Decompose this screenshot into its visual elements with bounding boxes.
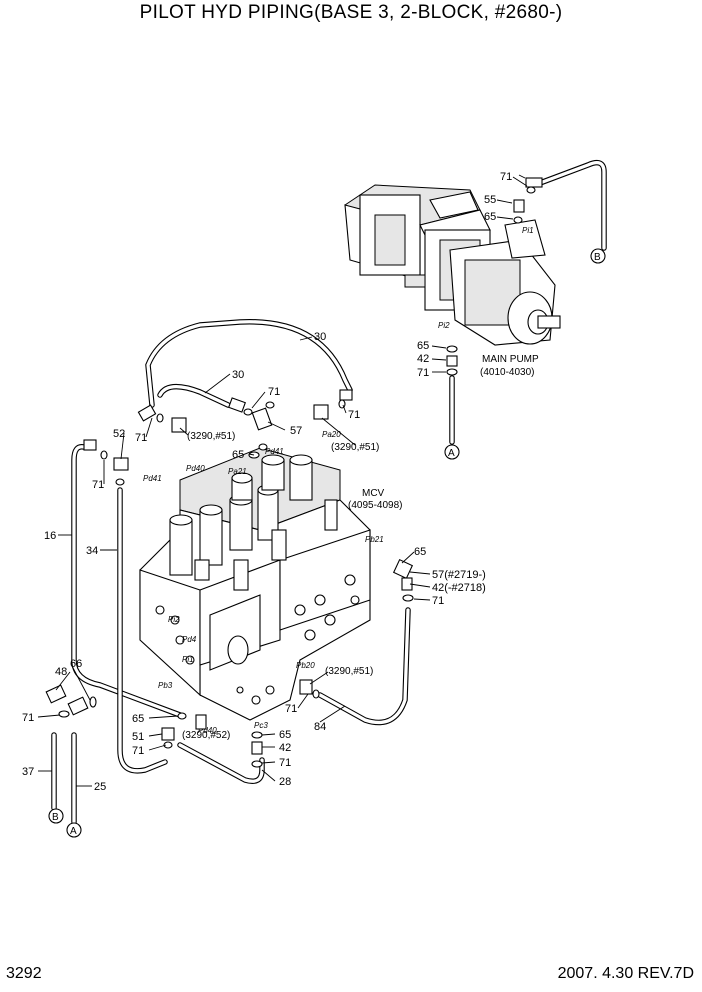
part-number-labels: 71 55 65 65 42 71 30 30 71 57 71 71 52 6… — [22, 171, 512, 793]
callout-65-pump: 65 — [484, 211, 496, 223]
note-3290-51-bottom: (3290,#51) — [325, 666, 373, 677]
callout-25: 25 — [94, 781, 106, 793]
connector-b-bottom: B — [48, 808, 64, 824]
connector-b-bottom-label: B — [52, 812, 59, 823]
reference-notes: (3290,#51) (3290,#51) (3290,#51) (3290,#… — [182, 431, 379, 741]
callout-71-left-top: 71 — [135, 432, 147, 444]
hose-30-inner — [157, 384, 231, 408]
callout-48: 48 — [55, 666, 67, 678]
callout-55: 55 — [484, 194, 496, 206]
callout-37: 37 — [22, 766, 34, 778]
callout-65-right: 65 — [414, 546, 426, 558]
callout-65-pump-bottom: 65 — [417, 340, 429, 352]
hose-30-outer — [145, 319, 353, 408]
port-label-pb20: Pb20 — [296, 661, 315, 670]
callout-71-pump: 71 — [500, 171, 512, 183]
callout-71-mid-bottom: 71 — [285, 703, 297, 715]
date-revision: 2007. 4.30 REV.7D — [557, 965, 694, 982]
port-label-pd4: Pd4 — [182, 635, 197, 644]
callout-71-bottom-mid: 71 — [132, 745, 144, 757]
hose-34 — [117, 487, 168, 774]
connector-b-pump: B — [590, 248, 606, 264]
callout-52: 52 — [113, 428, 125, 440]
callout-71-bottom: 71 — [279, 757, 291, 769]
port-label-pa21: Pa21 — [228, 467, 247, 476]
port-label-pd40: Pd40 — [186, 464, 205, 473]
callout-71-top: 71 — [268, 386, 280, 398]
port-label-pb3: Pb3 — [158, 681, 173, 690]
callout-71-right: 71 — [348, 409, 360, 421]
hose-16 — [71, 444, 183, 718]
port-label-pd41: Pd41 — [143, 474, 162, 483]
mcv-name: MCV — [362, 488, 385, 499]
callout-42-pump: 42 — [417, 353, 429, 365]
port-label-pi2: Pi2 — [438, 321, 450, 330]
connector-a-bottom: A — [66, 822, 82, 838]
note-3290-51-left: (3290,#51) — [187, 431, 235, 442]
port-label-pi2-mcv: Pi2 — [168, 615, 180, 624]
note-3290-52: (3290,#52) — [182, 730, 230, 741]
hose-pump-to-a — [446, 345, 458, 445]
port-label-pd40-b: Pd40 — [198, 726, 217, 735]
callout-28: 28 — [279, 776, 291, 788]
callout-66: 66 — [70, 658, 82, 670]
callout-16: 16 — [44, 530, 56, 542]
callout-65-mid: 65 — [232, 449, 244, 461]
leader-lines — [37, 176, 528, 787]
hose-84 — [317, 607, 411, 726]
callout-30-outer: 30 — [314, 331, 326, 343]
callout-57-top: 57 — [290, 425, 302, 437]
callout-57-right: 57(#2719-) — [432, 569, 486, 581]
main-pump-name: MAIN PUMP — [482, 354, 539, 365]
callout-42-right: 42(-#2718) — [432, 582, 486, 594]
callout-34: 34 — [86, 545, 98, 557]
port-label-pa20: Pa20 — [322, 430, 341, 439]
callout-65-bottom: 65 — [279, 729, 291, 741]
callout-65-bottom-mid: 65 — [132, 713, 144, 725]
connector-b-label: B — [594, 252, 601, 263]
callout-71-bottom-left: 71 — [22, 712, 34, 724]
port-label-pc3: Pc3 — [254, 721, 268, 730]
callout-51: 51 — [132, 731, 144, 743]
connector-a-label: A — [448, 448, 455, 459]
port-label-pi1: Pi1 — [522, 226, 534, 235]
callout-71-right-lower: 71 — [432, 595, 444, 607]
port-label-pi1-mcv: Pi1 — [182, 655, 194, 664]
callout-71-pump-bottom: 71 — [417, 367, 429, 379]
hose-28 — [177, 742, 265, 784]
callout-71-left: 71 — [92, 479, 104, 491]
hose-pump-to-b — [525, 159, 607, 251]
connector-a-pump: A — [444, 444, 460, 460]
page-title: PILOT HYD PIPING(BASE 3, 2-BLOCK, #2680-… — [139, 2, 563, 23]
main-pump — [344, 184, 561, 346]
mcv-valve-block — [139, 447, 371, 721]
callout-84: 84 — [314, 721, 326, 733]
callout-30-inner: 30 — [232, 369, 244, 381]
port-label-pd41-b: Pd41 — [265, 447, 284, 456]
page-number: 3292 — [6, 965, 42, 982]
port-label-pb21: Pb21 — [365, 535, 384, 544]
connector-a-bottom-label: A — [70, 826, 77, 837]
mcv-range: (4095-4098) — [348, 500, 402, 511]
note-3290-51-right: (3290,#51) — [331, 442, 379, 453]
main-pump-range: (4010-4030) — [480, 367, 534, 378]
callout-42-bottom: 42 — [279, 742, 291, 754]
fittings — [45, 389, 414, 768]
